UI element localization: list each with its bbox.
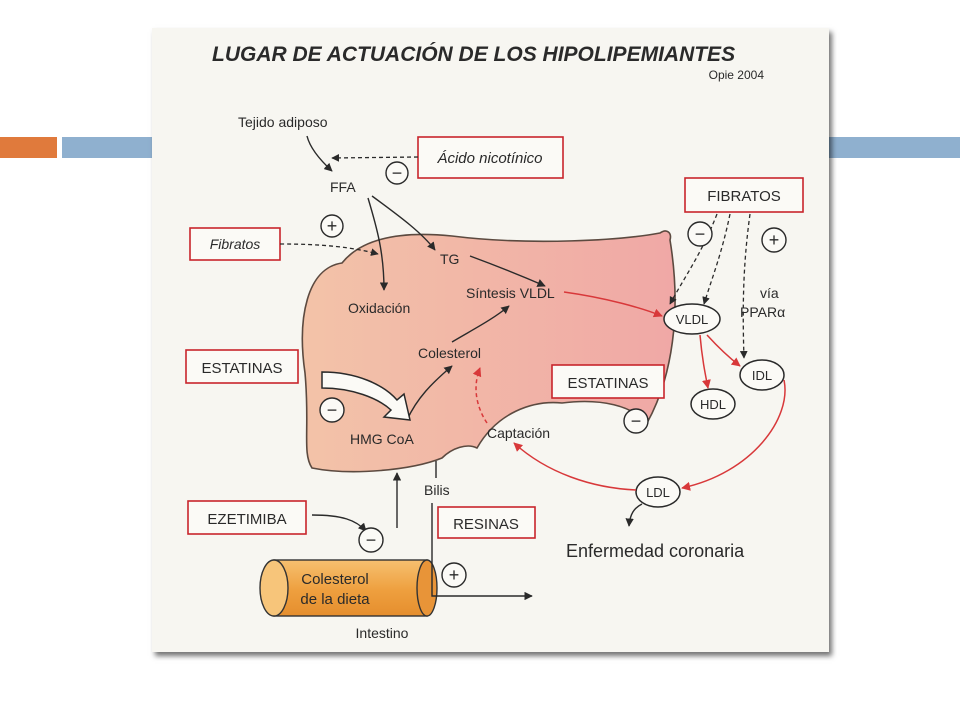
minus-fibratos-right-glyph: −: [695, 224, 706, 244]
intestino-label: Intestino: [356, 625, 409, 641]
hypolipidemic-diagram: LUGAR DE ACTUACIÓN DE LOS HIPOLIPEMIANTE…: [185, 42, 804, 641]
arrow-vldl-hdl: [699, 334, 711, 389]
arrow-vldl-release: [563, 291, 663, 318]
sign-minus-ezetimiba: −: [358, 527, 384, 553]
colesterol-dieta-line1: Colesterol: [301, 571, 369, 588]
box-resinas: RESINAS: [437, 506, 536, 539]
minus-estatinas-left-glyph: −: [327, 400, 338, 420]
oxidacion-label: Oxidación: [348, 300, 410, 316]
idl-label: IDL: [752, 368, 772, 383]
tejido-adiposo-label: Tejido adiposo: [238, 114, 328, 130]
arrow-bilis-excretion: [431, 503, 533, 601]
arrow-fibratos-vldl-b: [702, 213, 731, 305]
box-estatinas-right: ESTATINAS: [551, 364, 665, 399]
arrow-fibratos-ppar: [739, 213, 751, 359]
arrow-ffa-oxidacion: [367, 197, 389, 291]
sintesis-vldl-label: Síntesis VLDL: [466, 285, 555, 301]
plus-resinas-glyph: +: [449, 565, 460, 585]
box-estatinas-left: ESTATINAS: [185, 349, 299, 384]
bilis-label: Bilis: [424, 482, 450, 498]
arrow-fibratos-vldl-a: [669, 213, 718, 305]
arrow-idl-ldl: [681, 379, 786, 491]
colesterol-dieta-line2: de la dieta: [300, 591, 370, 608]
fibratos-right-label: FIBRATOS: [707, 188, 781, 205]
accent-bar-orange: [0, 137, 57, 158]
arrow-ldl-captacion: [513, 442, 637, 491]
plus-fibratos-right-glyph: +: [769, 230, 780, 250]
sign-plus-resinas: +: [441, 562, 467, 588]
ffa-label: FFA: [330, 179, 356, 195]
arrow-captacion-colesterol: [472, 367, 488, 424]
fibratos-left-label: Fibratos: [210, 236, 261, 252]
vldl-node: VLDL: [663, 303, 721, 335]
resinas-label: RESINAS: [453, 516, 519, 533]
minus-ezetimiba-glyph: −: [366, 530, 377, 550]
figure-title: LUGAR DE ACTUACIÓN DE LOS HIPOLIPEMIANTE…: [212, 42, 735, 66]
arrow-hmg-colesterol: [406, 365, 453, 421]
statin-block-arrow: [321, 371, 411, 421]
ppar-label: PPARα: [740, 304, 785, 320]
black-arrows: [306, 135, 643, 601]
colesterol-label: Colesterol: [418, 345, 481, 361]
sign-minus-niacin: −: [385, 161, 409, 185]
enfermedad-coronaria-label: Enfermedad coronaria: [566, 541, 745, 561]
sign-minus-estatinas-right: −: [623, 408, 649, 434]
estatinas-left-label: ESTATINAS: [201, 360, 282, 377]
sign-plus-fibratos-left: +: [320, 214, 344, 238]
intestine-cylinder: [259, 559, 438, 617]
hmg-coa-label: HMG CoA: [350, 431, 414, 447]
figure-source: Opie 2004: [709, 68, 765, 82]
captacion-label: Captación: [487, 425, 550, 441]
arrow-ldl-enfermedad: [625, 503, 643, 527]
arrow-niacin-inhibit: [331, 154, 419, 162]
sign-minus-fibratos-right: −: [687, 221, 713, 247]
arrow-adipose-ffa: [306, 135, 333, 172]
arrow-ffa-tg: [371, 195, 436, 251]
via-label: vía: [760, 285, 779, 301]
sign-plus-fibratos-right: +: [761, 227, 787, 253]
hdl-label: HDL: [700, 397, 726, 412]
arrow-ezetimiba: [311, 514, 367, 532]
arrow-vldl-idl: [706, 334, 741, 367]
idl-node: IDL: [739, 359, 785, 391]
dashed-arrows: [279, 154, 751, 359]
ldl-node: LDL: [635, 476, 681, 508]
minus-estatinas-right-glyph: −: [631, 411, 642, 431]
acido-nicotinico-label: Ácido nicotínico: [436, 150, 542, 167]
arrow-tg-vldl: [469, 255, 546, 287]
minus-niacin-glyph: −: [392, 163, 403, 183]
sign-minus-estatinas-left: −: [319, 397, 345, 423]
box-ezetimiba: EZETIMIBA: [187, 500, 307, 535]
ezetimiba-label: EZETIMIBA: [207, 511, 286, 528]
figure-panel: LUGAR DE ACTUACIÓN DE LOS HIPOLIPEMIANTE…: [152, 28, 829, 652]
vldl-label: VLDL: [676, 312, 709, 327]
arrow-colesterol-vldl: [451, 305, 510, 343]
red-arrows: [472, 291, 786, 491]
hdl-node: HDL: [690, 388, 736, 420]
accent-bar-blue-right: [826, 137, 960, 158]
ldl-label: LDL: [646, 485, 670, 500]
estatinas-right-label: ESTATINAS: [567, 375, 648, 392]
box-fibratos-right: FIBRATOS: [684, 177, 804, 213]
plus-fibratos-left-glyph: +: [327, 216, 338, 236]
box-fibratos-left: Fibratos: [189, 227, 281, 261]
tg-label: TG: [440, 251, 459, 267]
box-acido-nicotinico: Ácido nicotínico: [417, 136, 564, 179]
